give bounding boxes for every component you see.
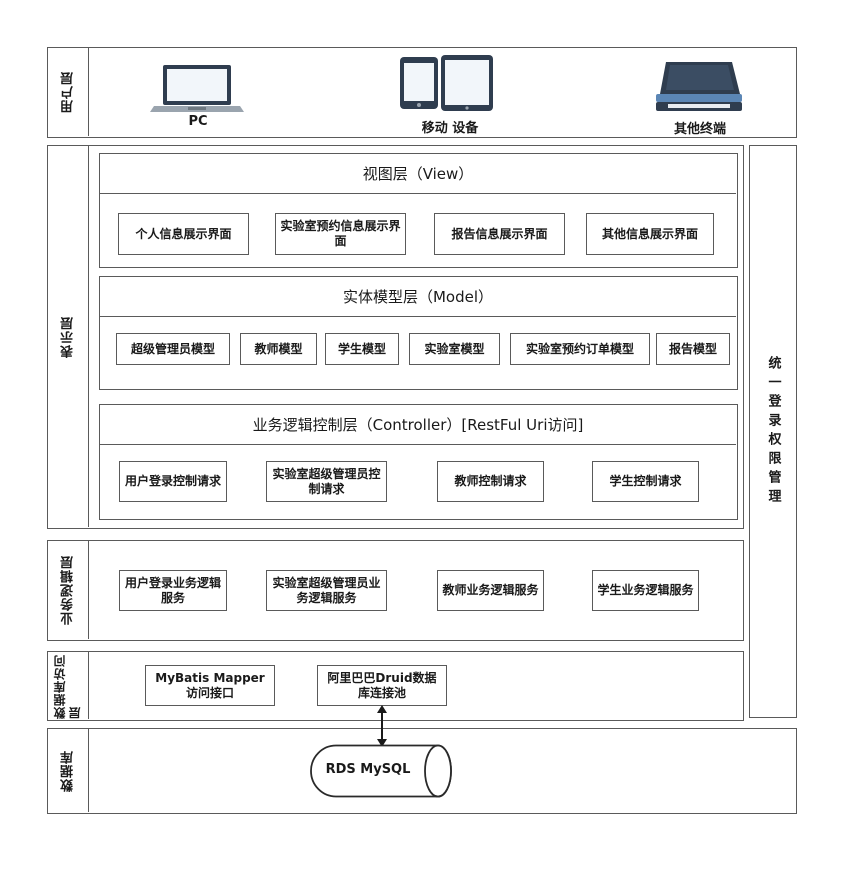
model-item-lab-order: 实验室预约订单模型: [510, 333, 650, 365]
user-layer: 用户层 PC 移动 设备: [47, 47, 797, 138]
auth-panel: 统一登录权限管理: [749, 145, 797, 718]
business-layer-label: 业务逻辑层: [60, 555, 76, 625]
double-arrow-icon: [374, 705, 390, 747]
laptop-icon: [150, 63, 244, 113]
database-cylinder-icon: [310, 744, 455, 798]
device-pc: PC: [148, 60, 248, 135]
druid-pool-box: 阿里巴巴Druid数据库连接池: [317, 665, 447, 706]
model-item-report: 报告模型: [656, 333, 730, 365]
model-item-superadmin: 超级管理员模型: [116, 333, 230, 365]
device-label-pc: PC: [188, 114, 208, 129]
data-access-layer-label-col: 数据库访问层: [48, 652, 89, 719]
other-terminal-icon: [654, 60, 746, 114]
device-mobile: 移动 设备: [390, 55, 510, 136]
model-item-student: 学生模型: [325, 333, 399, 365]
model-layer-title: 实体模型层（Model）: [100, 277, 736, 317]
service-item-superadmin: 实验室超级管理员业务逻辑服务: [266, 570, 387, 611]
controller-item-student: 学生控制请求: [592, 461, 699, 502]
data-access-layer-label: 数据库访问层: [53, 654, 82, 719]
service-item-student: 学生业务逻辑服务: [592, 570, 699, 611]
controller-item-login: 用户登录控制请求: [119, 461, 227, 502]
presentation-layer-label: 表示层: [60, 315, 76, 358]
view-item-other: 其他信息展示界面: [586, 213, 714, 255]
service-item-teacher: 教师业务逻辑服务: [437, 570, 544, 611]
model-item-teacher: 教师模型: [240, 333, 317, 365]
view-layer-title: 视图层（View）: [100, 154, 736, 194]
user-layer-label-col: 用户层: [48, 48, 89, 136]
controller-item-superadmin: 实验室超级管理员控制请求: [266, 461, 387, 502]
device-label-other: 其他终端: [673, 122, 726, 137]
mobile-devices-icon: [399, 55, 495, 111]
database-layer-label-col: 数据库: [48, 729, 89, 812]
service-item-login: 用户登录业务逻辑服务: [119, 570, 227, 611]
mybatis-mapper-box: MyBatis Mapper访问接口: [145, 665, 275, 706]
view-item-lab-reservation: 实验室预约信息展示界面: [275, 213, 406, 255]
view-item-report: 报告信息展示界面: [434, 213, 565, 255]
device-other: 其他终端: [648, 58, 752, 137]
controller-layer-title: 业务逻辑控制层（Controller）[RestFul Uri访问]: [100, 405, 736, 445]
presentation-layer-label-col: 表示层: [48, 146, 89, 527]
controller-item-teacher: 教师控制请求: [437, 461, 544, 502]
business-layer-label-col: 业务逻辑层: [48, 541, 89, 639]
database-name: RDS MySQL: [325, 762, 411, 777]
database-layer-label: 数据库: [60, 749, 76, 792]
user-layer-label: 用户层: [60, 71, 76, 113]
model-item-lab: 实验室模型: [409, 333, 500, 365]
device-label-mobile: 移动 设备: [421, 121, 479, 136]
view-item-personal: 个人信息展示界面: [118, 213, 249, 255]
auth-label: 统一登录权限管理: [765, 355, 781, 508]
